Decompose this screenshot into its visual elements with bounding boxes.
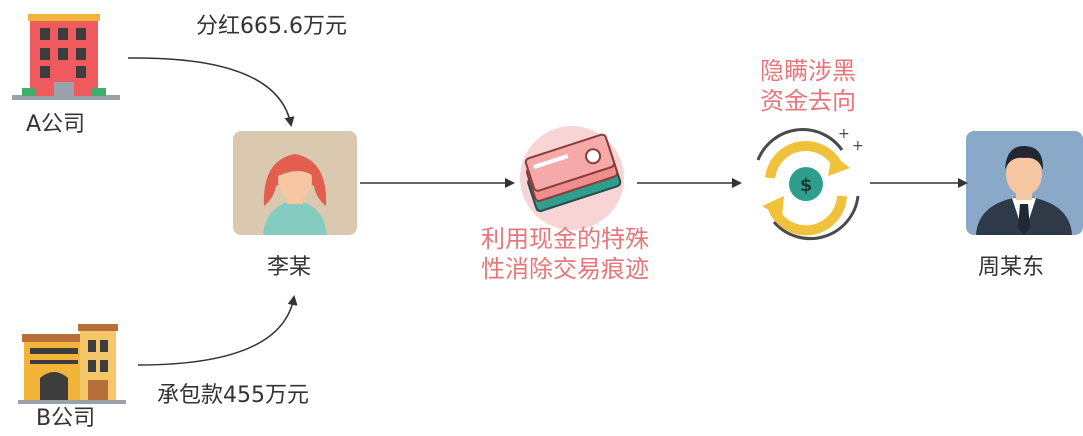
zhou-avatar: [966, 131, 1083, 235]
contract-payment-label: 承包款455万元: [157, 383, 309, 408]
company-b-building-icon: [18, 324, 126, 404]
cash-step-caption: 利用现金的特殊 性消除交易痕迹: [455, 224, 675, 284]
company-a-label: A公司: [26, 112, 86, 137]
money-cycle-icon: $ + +: [756, 126, 864, 241]
hide-step-line2: 资金去向: [760, 87, 856, 115]
li-avatar: [233, 131, 357, 235]
li-label: 李某: [267, 255, 312, 280]
zhou-label: 周某东: [978, 255, 1045, 280]
arrow-b-to-li: [137, 295, 298, 366]
svg-text:+: +: [852, 138, 864, 154]
cash-step-line2: 性消除交易痕迹: [481, 255, 649, 283]
hide-step-caption: 隐瞒涉黑 资金去向: [738, 56, 878, 116]
company-b-label: B公司: [36, 406, 96, 431]
hide-step-line1: 隐瞒涉黑: [760, 57, 856, 85]
svg-text:$: $: [800, 175, 813, 196]
cash-step-line1: 利用现金的特殊: [481, 225, 649, 253]
svg-text:+: +: [838, 126, 850, 142]
company-a-building-icon: [12, 14, 120, 100]
dividend-label: 分红665.6万元: [196, 14, 347, 39]
arrow-a-to-li: [127, 57, 295, 127]
cash-icon: [520, 126, 624, 230]
